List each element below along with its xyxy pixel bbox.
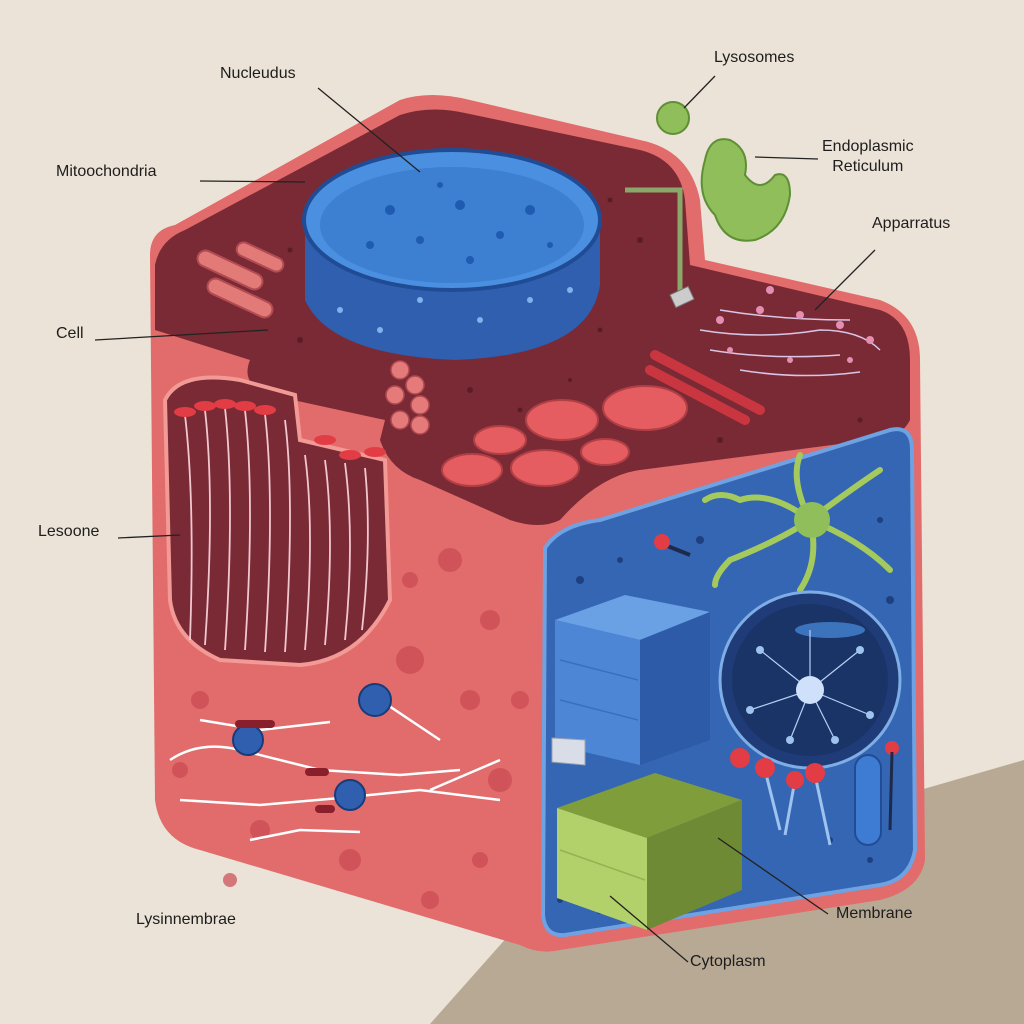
nucleus-shape (302, 148, 602, 360)
leader-lines (94, 75, 876, 963)
pink-wall-spots (172, 548, 529, 909)
fiber-bundle (645, 350, 765, 425)
lesoone-pocket (162, 375, 393, 668)
lysosome-sphere (656, 101, 690, 135)
label-lesoone: Lesoone (38, 523, 100, 540)
label-endoplasmic-line1: Endoplasmic (822, 138, 914, 155)
lesoone-caps (174, 399, 386, 460)
green-organelle-core (794, 502, 830, 538)
protein-spheres (232, 683, 392, 811)
red-disks (441, 385, 688, 487)
label-endoplasmic-reticulum: Endoplasmic Reticulum (822, 137, 914, 177)
nucleus-sphere (718, 590, 902, 770)
label-endoplasmic-line2: Reticulum (832, 158, 904, 175)
protein-tags (235, 720, 335, 813)
label-mitochondria: Mitoochondria (56, 163, 157, 180)
connector-pipe (625, 187, 683, 295)
blue-cube (555, 595, 710, 765)
label-lysinnembrae: Lysinnembrae (136, 911, 236, 928)
granule-stack (385, 360, 430, 435)
mitochondria-rods (196, 241, 285, 319)
blue-capsule (854, 754, 882, 846)
lesoone-fibers (184, 407, 369, 653)
red-pin (654, 534, 691, 557)
label-cytoplasm: Cytoplasm (690, 953, 766, 970)
label-lysosomes: Lysosomes (714, 49, 795, 66)
label-cell: Cell (56, 325, 84, 342)
receptor-pins (730, 741, 899, 846)
endoplasmic-reticulum-blob (700, 138, 792, 242)
connector-clip (669, 285, 695, 309)
golgi-beads (716, 286, 874, 363)
green-block (557, 773, 742, 930)
label-membrane: Membrane (836, 905, 913, 922)
small-grey-block (551, 737, 586, 766)
golgi-network (699, 309, 881, 377)
label-nucleus: Nucleudus (220, 65, 296, 82)
label-apparatus: Apparratus (872, 215, 951, 232)
